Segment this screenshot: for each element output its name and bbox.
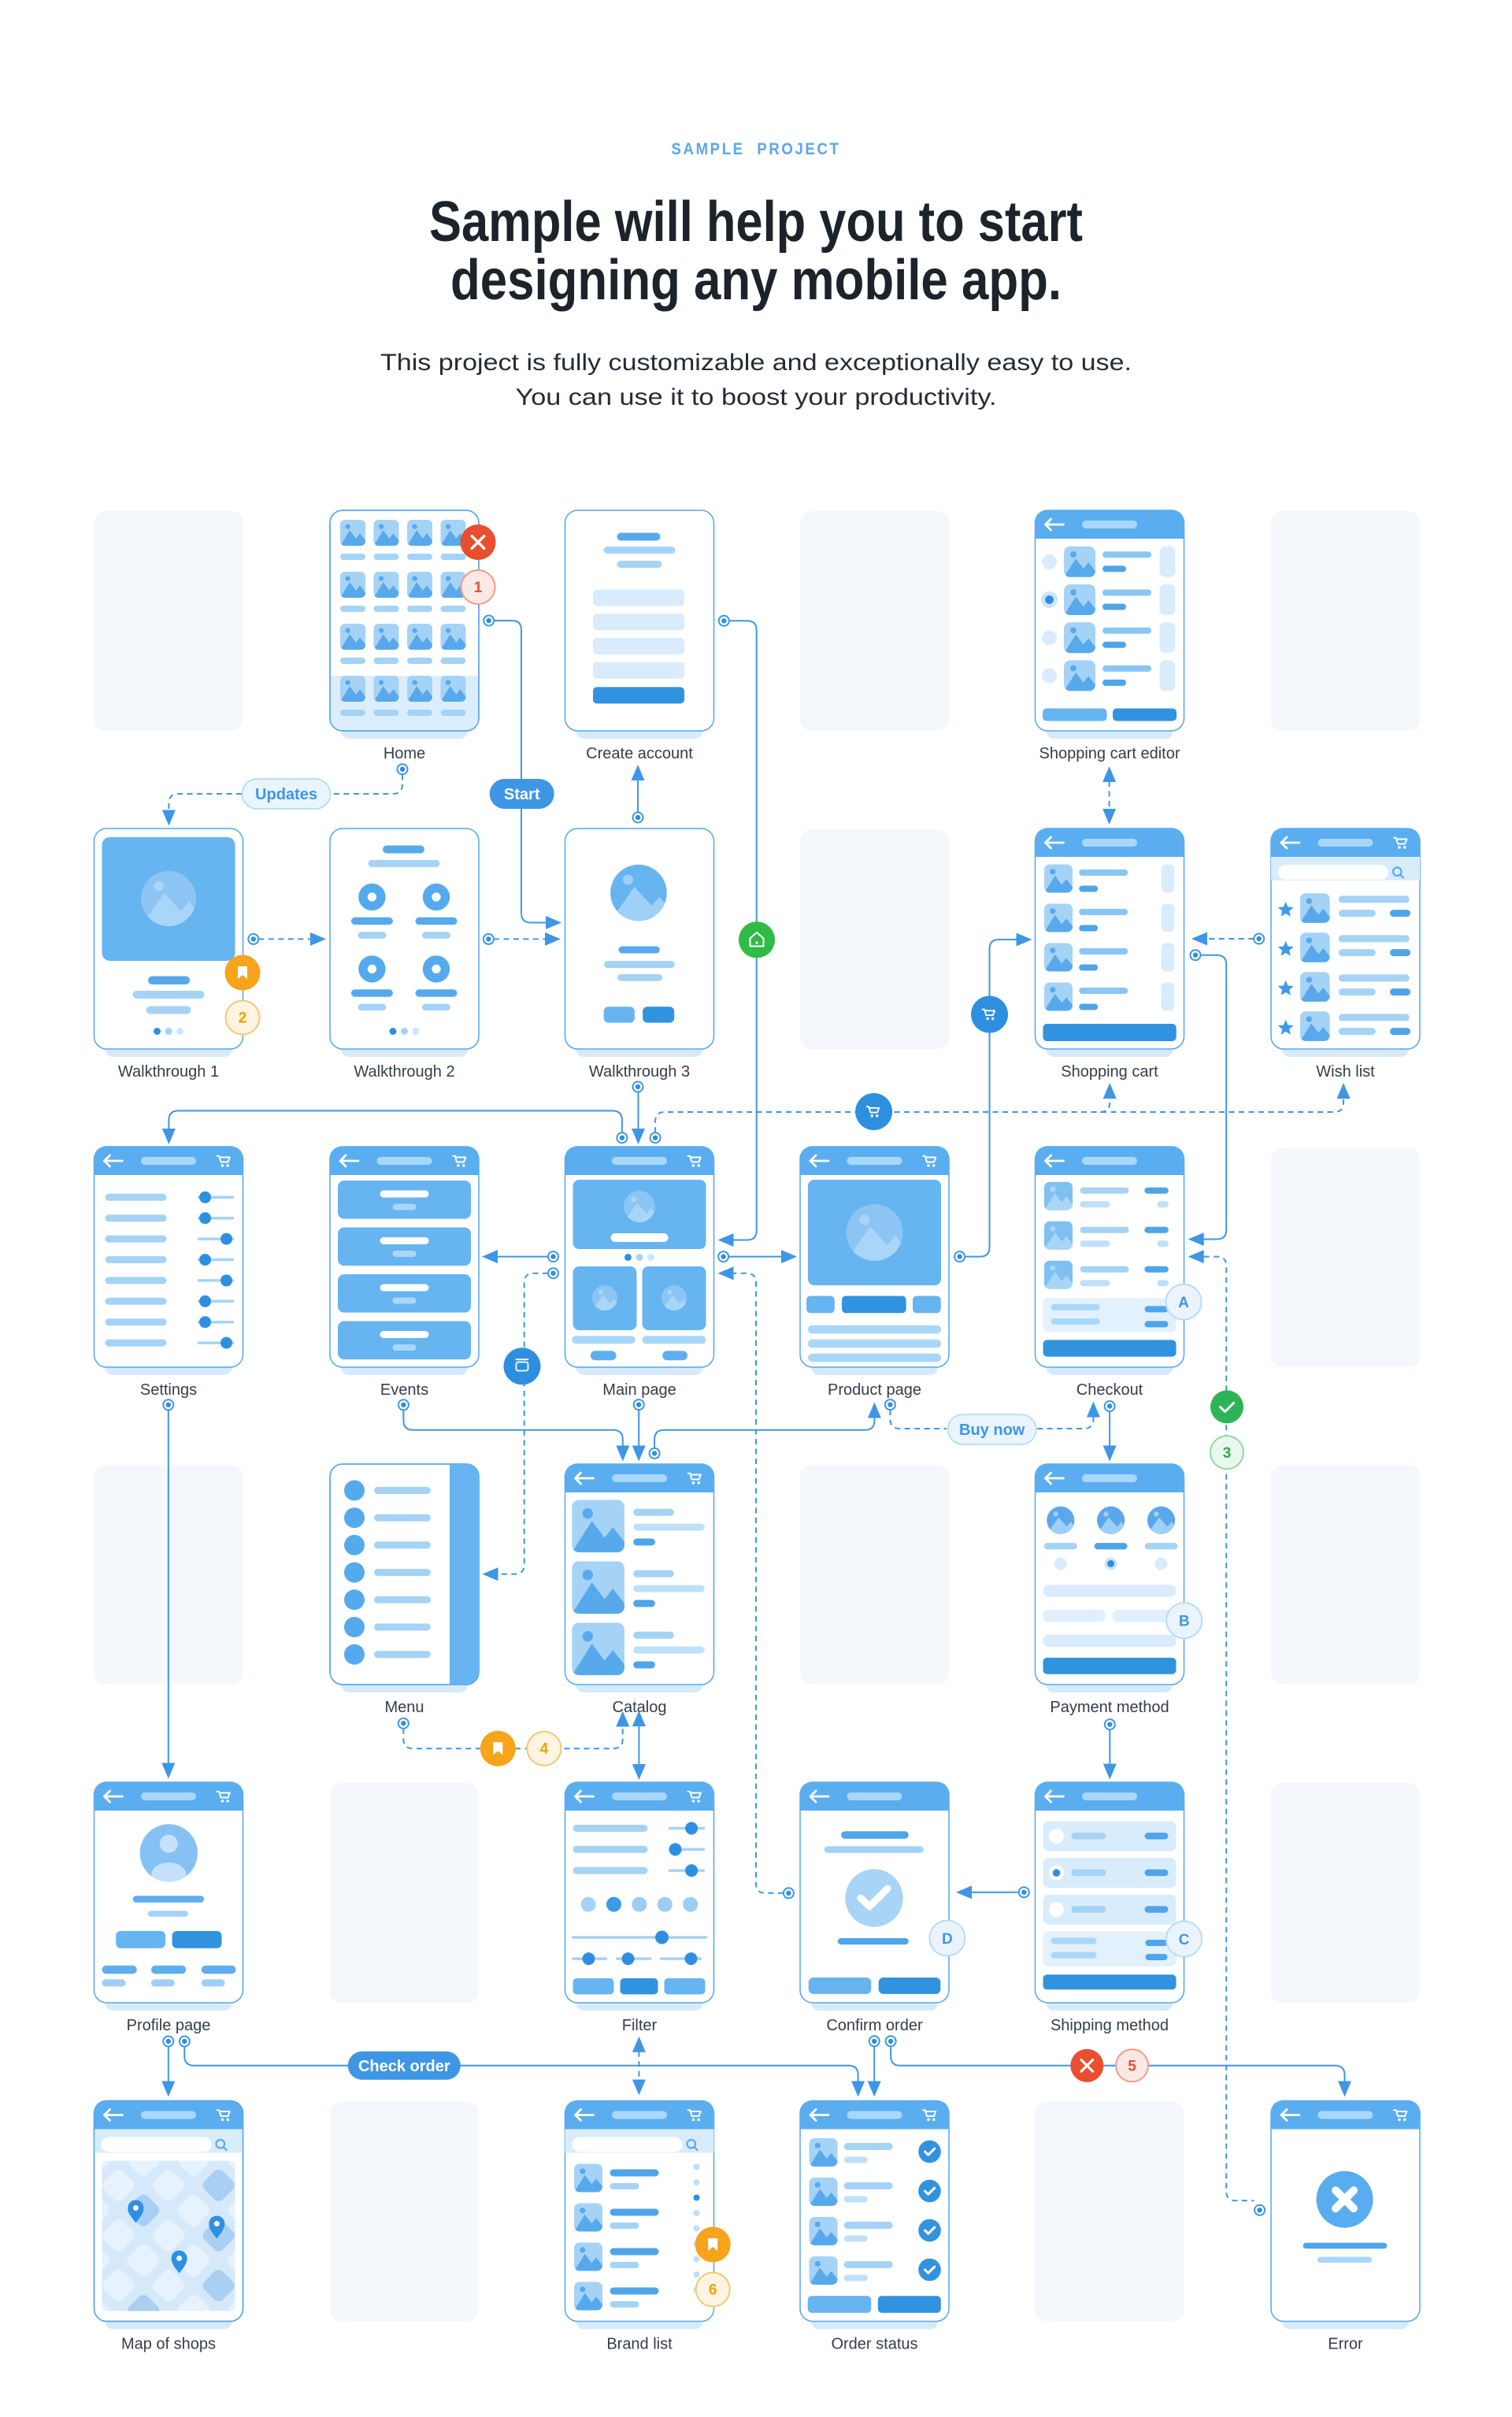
svg-text:Updates: Updates [255,786,317,803]
svg-text:Profile page: Profile page [127,2017,211,2034]
svg-text:Walkthrough 2: Walkthrough 2 [354,1063,454,1081]
svg-text:Menu: Menu [384,1699,424,1716]
svg-text:2: 2 [239,1010,247,1027]
svg-text:Brand list: Brand list [606,2336,673,2353]
svg-text:3: 3 [1223,1445,1232,1462]
svg-text:Create account: Create account [586,745,693,762]
svg-text:You can use it to boost your p: You can use it to boost your productivit… [516,384,997,410]
svg-text:Walkthrough 1: Walkthrough 1 [118,1063,219,1081]
svg-text:Error: Error [1328,2336,1363,2353]
svg-text:B: B [1179,1614,1190,1630]
svg-text:D: D [942,1931,953,1948]
svg-text:Order status: Order status [831,2336,917,2353]
svg-text:Payment method: Payment method [1050,1699,1169,1716]
svg-text:Confirm order: Confirm order [826,2017,923,2034]
svg-text:1: 1 [474,580,483,596]
svg-text:Events: Events [380,1381,428,1399]
svg-text:designing any mobile app.: designing any mobile app. [450,249,1062,312]
svg-text:Check order: Check order [358,2058,450,2075]
svg-text:6: 6 [709,2282,717,2299]
svg-text:Map of shops: Map of shops [121,2336,216,2353]
svg-text:5: 5 [1128,2058,1136,2074]
svg-text:Checkout: Checkout [1077,1381,1143,1399]
svg-text:Filter: Filter [622,2017,658,2034]
svg-text:Sample will help you to start: Sample will help you to start [429,191,1083,254]
svg-text:SAMPLE PROJECT: SAMPLE PROJECT [672,140,841,158]
svg-text:Catalog: Catalog [613,1699,667,1716]
svg-text:Shopping cart editor: Shopping cart editor [1039,745,1180,762]
svg-text:Product page: Product page [828,1381,921,1399]
svg-text:4: 4 [540,1741,549,1758]
svg-text:A: A [1178,1295,1189,1311]
svg-text:Shipping method: Shipping method [1051,2017,1169,2034]
svg-text:Wish list: Wish list [1316,1063,1375,1081]
svg-text:Settings: Settings [140,1381,197,1399]
svg-text:Start: Start [504,786,540,803]
svg-text:Main page: Main page [602,1381,676,1399]
svg-text:C: C [1179,1932,1190,1948]
svg-text:Buy now: Buy now [959,1422,1025,1439]
svg-text:This project is fully customiz: This project is fully customizable and e… [380,350,1132,376]
svg-text:Home: Home [384,745,425,762]
svg-text:Shopping cart: Shopping cart [1061,1063,1158,1081]
svg-text:Walkthrough 3: Walkthrough 3 [589,1063,690,1081]
